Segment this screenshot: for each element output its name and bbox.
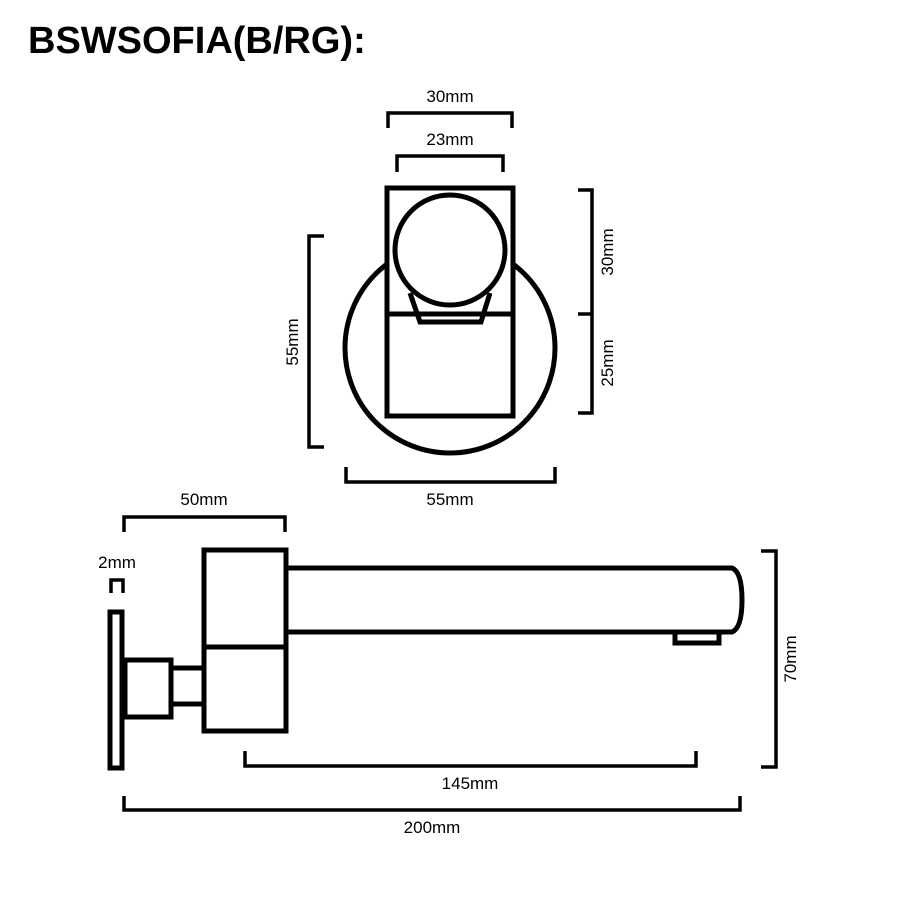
dim-label-body-depth: 50mm [180,490,227,509]
dim-line-width-outer [386,111,514,128]
dim-line-spout-reach [243,751,698,768]
dim-label-width-inner: 23mm [426,130,473,149]
dim-line-body-depth [122,515,287,532]
dim-label-gap: 2mm [98,553,136,572]
handle-knob [392,192,508,308]
dim-line-height-split [578,188,594,415]
dim-label-total-length: 200mm [404,818,461,837]
side-view: 50mm 2mm 145mm 200mm 70mm [98,490,800,837]
connector-neck [168,665,207,707]
aerator [672,629,722,646]
dim-line-height-total [307,234,324,449]
dim-label-height-upper: 30mm [598,228,617,275]
dim-line-height [761,549,778,769]
dim-line-gap [109,578,125,593]
dim-line-width-inner [395,154,505,172]
product-title: BSWSOFIA(B/RG): [28,20,366,62]
dim-label-height-lower: 25mm [598,339,617,386]
spout [286,565,745,635]
dim-label-height: 70mm [781,635,800,682]
dim-line-total-length [122,796,742,812]
front-view: 30mm 23mm 55mm 30mm 25mm 55mm [283,87,617,509]
mixer-body-side [201,547,289,734]
dim-label-spout-reach: 145mm [442,774,499,793]
dim-label-height-total: 55mm [283,318,302,365]
connector-block [122,657,174,720]
handle-neck [407,292,493,325]
dim-label-plate-diameter: 55mm [426,490,473,509]
dim-label-width-outer: 30mm [426,87,473,106]
wall-plate-side [107,609,125,771]
dim-line-plate-diameter [344,467,557,484]
